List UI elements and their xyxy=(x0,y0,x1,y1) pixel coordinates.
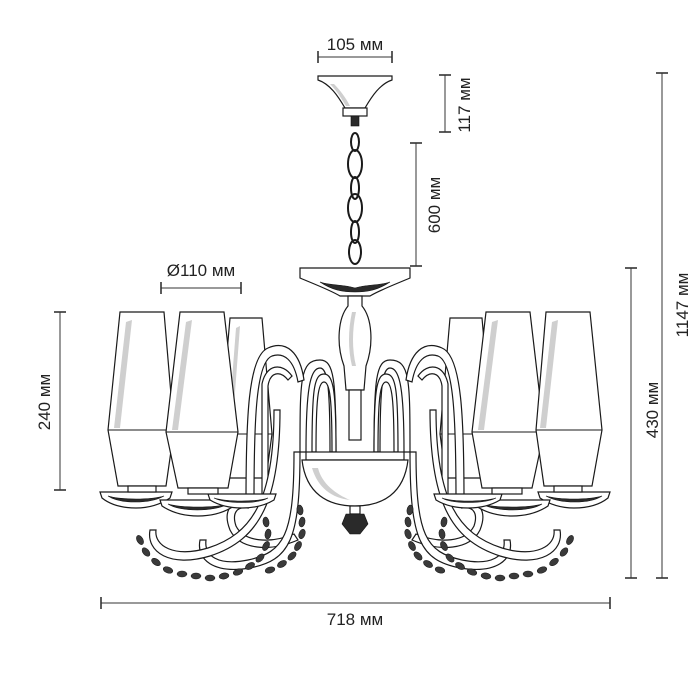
dim-chain-length: 600 мм xyxy=(410,142,444,267)
shade-front-right-inner xyxy=(471,311,545,495)
dim-shade-height: 240 мм xyxy=(35,311,66,491)
shade-height-label: 240 мм xyxy=(35,374,54,430)
left-bobeches xyxy=(99,491,277,517)
shade-front-left-outer xyxy=(107,311,175,493)
dim-total-width: 718 мм xyxy=(100,597,611,629)
shade-front-right-outer xyxy=(535,311,603,493)
total-width-label: 718 мм xyxy=(327,610,383,629)
left-front-arms xyxy=(149,366,301,570)
dim-total-height: 1147 мм xyxy=(656,72,692,579)
dim-body-height: 430 мм xyxy=(625,267,662,579)
dim-canopy-height: 117 мм xyxy=(439,74,474,133)
right-crystal-strands xyxy=(404,504,574,582)
canopy-height-label: 117 мм xyxy=(455,77,474,132)
chain-length-label: 600 мм xyxy=(425,177,444,233)
shade-front-left-inner xyxy=(165,311,239,495)
body-height-label: 430 мм xyxy=(643,382,662,438)
shade-diameter-label: Ø110 мм xyxy=(167,261,235,280)
central-bowl xyxy=(301,451,409,535)
canopy-width-label: 105 мм xyxy=(327,35,383,54)
left-crystal-strands xyxy=(136,504,306,582)
dim-shade-diameter: Ø110 мм xyxy=(160,261,242,294)
central-column xyxy=(338,295,372,441)
total-height-label: 1147 мм xyxy=(673,273,692,338)
dim-canopy-width: 105 мм xyxy=(317,35,393,63)
upper-plate xyxy=(299,267,411,297)
ceiling-canopy xyxy=(317,75,393,127)
right-bobeches xyxy=(433,491,611,517)
suspension-chain xyxy=(347,132,363,265)
